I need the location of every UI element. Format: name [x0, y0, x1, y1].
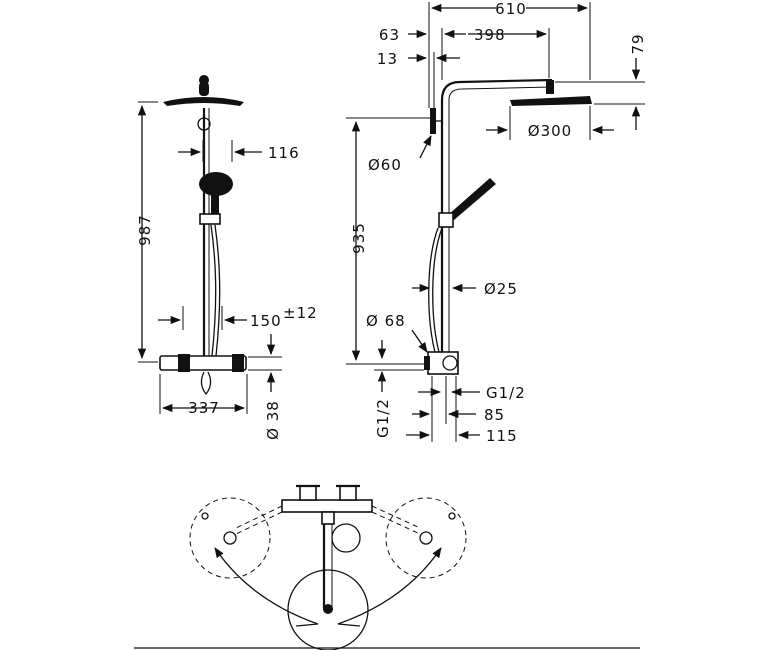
top-hand-shower-circle [331, 523, 361, 553]
front-slider [199, 213, 221, 225]
side-slider [438, 212, 454, 228]
dim-150: 150 [250, 312, 282, 330]
top-swivel-arc-right [337, 547, 442, 625]
front-hose [214, 224, 221, 357]
dim-d38: Ø 38 [264, 400, 282, 440]
side-wall-bracket [430, 108, 436, 134]
front-view: 987 116 150 ±12 337 Ø 38 [136, 75, 318, 440]
dim-d68: Ø 68 [366, 312, 406, 330]
top-view [134, 484, 640, 650]
dim-935: 935 [350, 222, 368, 254]
top-swivel-arc-left [214, 547, 319, 625]
top-head-circle-center [287, 569, 369, 650]
top-thermostat [281, 499, 373, 513]
front-shower-head [163, 97, 244, 106]
dim-610: 610 [495, 0, 527, 18]
dim-150-tolerance: ±12 [283, 304, 318, 322]
top-head-circle-right [385, 497, 467, 579]
dim-115: 115 [486, 427, 518, 445]
side-shower-arm [440, 78, 553, 101]
dim-79: 79 [629, 33, 647, 54]
front-hand-shower [199, 172, 233, 196]
dim-d60: Ø60 [368, 156, 402, 174]
dim-116: 116 [268, 144, 300, 162]
dim-d300: Ø300 [528, 122, 572, 140]
side-shower-head [510, 96, 592, 106]
dim-398: 398 [474, 26, 506, 44]
dim-d25: Ø25 [484, 280, 518, 298]
dim-g12-right: G1/2 [486, 384, 526, 402]
side-view: 610 63 398 13 79 Ø300 Ø60 935 [346, 0, 647, 445]
dim-85: 85 [484, 406, 505, 424]
side-hand-shower [448, 178, 496, 220]
dim-63: 63 [379, 26, 400, 44]
top-head-circle-left [189, 497, 271, 579]
dim-337: 337 [188, 399, 220, 417]
side-hose [432, 227, 443, 357]
dim-987: 987 [136, 214, 154, 246]
front-head-joint [199, 82, 209, 96]
dim-g12-left: G1/2 [374, 398, 392, 438]
dim-13: 13 [377, 50, 398, 68]
